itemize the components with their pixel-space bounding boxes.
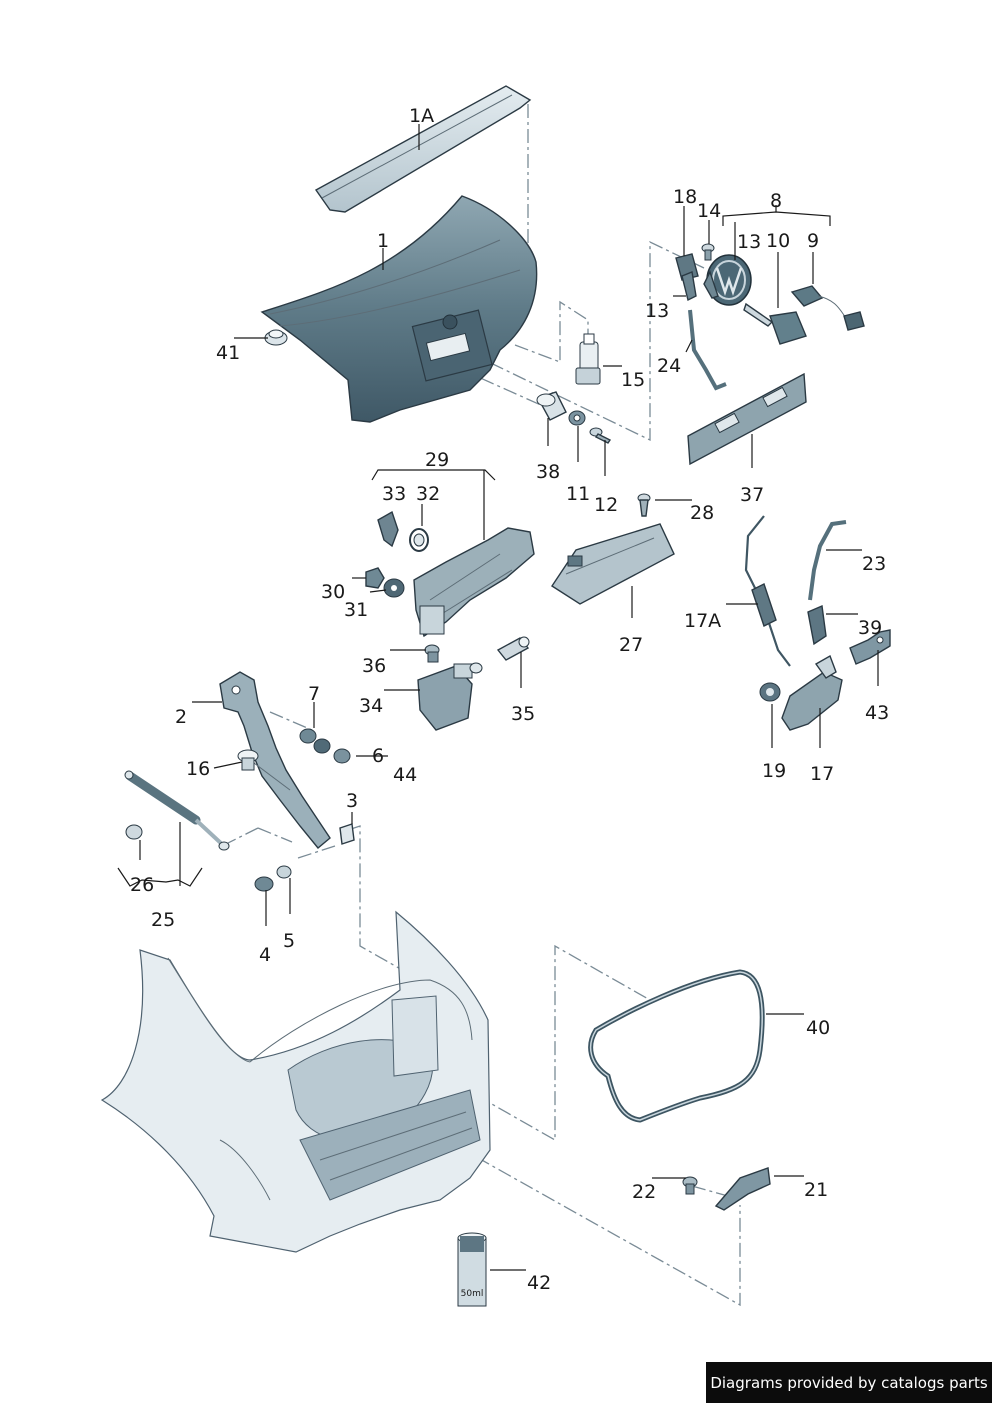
screw-12	[589, 427, 612, 444]
clip-26	[125, 824, 143, 840]
plate-37	[687, 372, 807, 466]
bracket-43	[849, 629, 891, 665]
emblem-13	[703, 254, 752, 306]
label-14: 14	[697, 200, 721, 222]
bolt-22	[682, 1176, 698, 1195]
label-43: 43	[865, 702, 889, 724]
label-39: 39	[858, 617, 882, 639]
lock-17	[781, 654, 843, 731]
lever-33	[377, 510, 399, 548]
spring-32	[409, 528, 429, 552]
label-1: 1	[377, 230, 389, 252]
label-28: 28	[690, 502, 714, 524]
washer-31	[383, 578, 405, 598]
connector-9	[790, 285, 865, 331]
label-29: 29	[425, 449, 449, 471]
grommet-19	[759, 682, 781, 702]
can-label: 50ml	[461, 1289, 484, 1299]
plate-3	[339, 823, 355, 845]
leader-lines	[117, 124, 879, 1271]
label-13a: 13	[737, 231, 761, 253]
label-27: 27	[619, 634, 643, 656]
hinge-2	[219, 671, 331, 849]
label-11: 11	[566, 483, 590, 505]
label-16: 16	[186, 758, 210, 780]
label-5: 5	[283, 930, 295, 952]
washer-5	[276, 865, 292, 879]
label-34: 34	[359, 695, 383, 717]
label-3: 3	[346, 790, 358, 812]
label-6: 6	[372, 745, 384, 767]
strut-25	[124, 770, 230, 851]
label-31: 31	[344, 599, 368, 621]
label-41: 41	[216, 342, 240, 364]
footer-credit-text: Diagrams provided by catalogs parts	[710, 1373, 988, 1392]
label-19: 19	[762, 760, 786, 782]
handle-27	[551, 523, 675, 605]
label-15: 15	[621, 369, 645, 391]
trunk-lid-1	[260, 195, 538, 423]
label-18: 18	[673, 186, 697, 208]
label-9: 9	[807, 230, 819, 252]
label-38: 38	[536, 461, 560, 483]
label-8: 8	[770, 190, 782, 212]
bracket-29	[413, 527, 535, 638]
pin-35	[496, 636, 530, 661]
key-10	[743, 302, 807, 345]
clip-13b	[681, 271, 697, 302]
cable-17A	[744, 515, 791, 667]
label-21: 21	[804, 1179, 828, 1201]
rod-23	[808, 520, 847, 601]
label-33: 33	[382, 483, 406, 505]
label-17: 17	[810, 763, 834, 785]
car-body	[100, 910, 491, 1253]
label-36: 36	[362, 655, 386, 677]
bump-stop-41	[264, 329, 288, 346]
actuator-34	[417, 662, 483, 731]
label-32: 32	[416, 483, 440, 505]
clip-39	[807, 604, 827, 646]
rod-24	[688, 309, 727, 391]
label-37: 37	[740, 484, 764, 506]
label-26: 26	[130, 874, 154, 896]
spoiler-1A	[314, 85, 532, 213]
lock-cylinder-38	[536, 391, 567, 421]
label-1A: 1A	[409, 105, 434, 127]
screw-14	[701, 243, 715, 261]
label-42: 42	[527, 1272, 551, 1294]
washer-7	[299, 728, 317, 744]
callout-labels: 1A 1 41 18 14 8 13 10 9 13 24 15 38 11 1…	[130, 105, 889, 1294]
nut-6	[313, 738, 331, 754]
washer-11	[568, 410, 586, 426]
nut-30	[365, 567, 385, 589]
label-44: 44	[393, 764, 417, 786]
nut-44	[333, 748, 351, 764]
label-35: 35	[511, 703, 535, 725]
screw-28	[637, 493, 651, 517]
label-7: 7	[308, 683, 320, 705]
can-42: 50ml	[457, 1232, 487, 1307]
label-40: 40	[806, 1017, 830, 1039]
label-25: 25	[151, 909, 175, 931]
footer-credit-badge: Diagrams provided by catalogs parts	[706, 1362, 992, 1403]
label-4: 4	[259, 944, 271, 966]
label-12: 12	[594, 494, 618, 516]
label-10: 10	[766, 230, 790, 252]
bolt-4	[254, 876, 274, 892]
screw-36	[424, 644, 440, 663]
label-2: 2	[175, 706, 187, 728]
label-24: 24	[657, 355, 681, 377]
clip-16	[237, 749, 259, 771]
label-17A: 17A	[684, 610, 721, 632]
label-30: 30	[321, 581, 345, 603]
seal-40	[588, 969, 765, 1123]
label-13b: 13	[645, 300, 669, 322]
socket-15	[575, 333, 601, 385]
label-22: 22	[632, 1181, 656, 1203]
bracket-21	[714, 1167, 771, 1211]
label-23: 23	[862, 553, 886, 575]
